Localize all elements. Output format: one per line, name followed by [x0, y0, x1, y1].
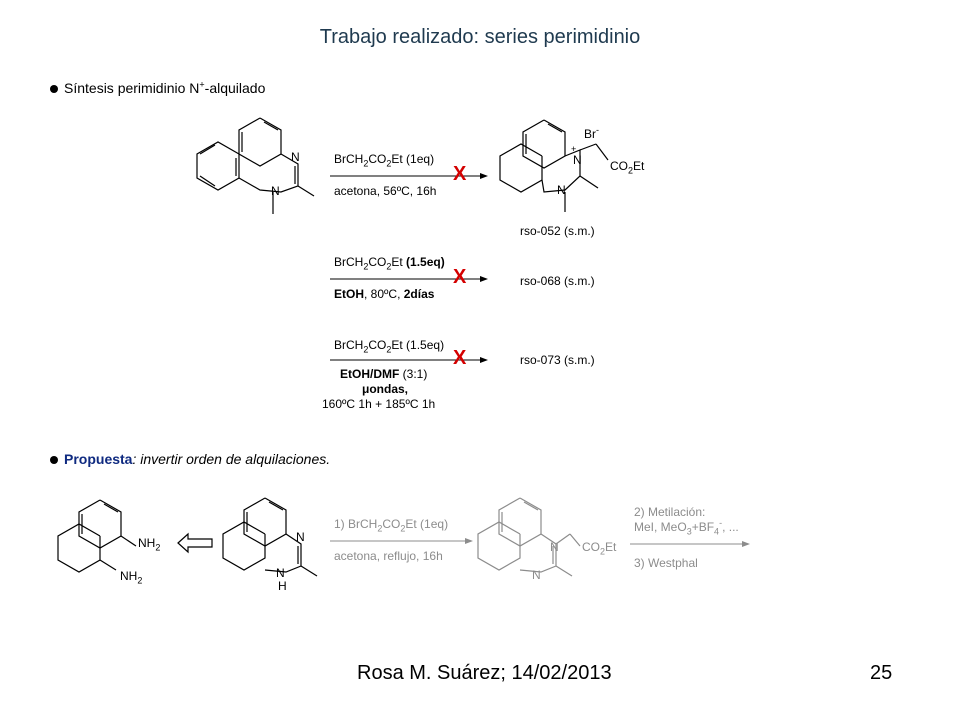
product-n-bottom: N — [557, 183, 566, 197]
conditions-c-line3: 160ºC 1h + 185ºC 1h — [322, 397, 436, 411]
fail-mark-c: X — [453, 347, 467, 369]
reagent-a: BrCH2CO2Et (1eq) — [334, 152, 435, 169]
product-salt-structure — [499, 119, 609, 212]
reagent-b: BrCH2CO2Et (1.5eq) — [334, 255, 445, 272]
step2-line1: 2) Metilación: — [634, 505, 706, 519]
conditions-c-line1: EtOH/DMF (3:1) — [340, 367, 428, 381]
conditions-b: EtOH, 80ºC, 2días — [334, 287, 435, 301]
result-b: rso-068 (s.m.) — [520, 274, 595, 288]
footer-author-date: Rosa M. Suárez; 14/02/2013 — [357, 662, 612, 684]
conditions-a: acetona, 56ºC, 16h — [334, 184, 437, 198]
n-plus-label: + — [571, 144, 577, 154]
perimidine-structure — [222, 497, 318, 577]
diamine-structure — [57, 499, 137, 573]
nh2-top: NH2 — [138, 536, 161, 553]
bullet-dot — [50, 85, 58, 94]
perimidine-h: H — [278, 579, 287, 593]
start-n-top: N — [291, 150, 300, 164]
product-n-top: N — [573, 153, 582, 167]
reagent-c: BrCH2CO2Et (1.5eq) — [334, 338, 445, 355]
bullet-text: Síntesis perimidinio N — [64, 80, 200, 96]
bullet-dot — [50, 456, 58, 465]
arrow-b — [330, 276, 488, 282]
bullet-synthesis: Síntesis perimidinio N+-alquilado — [50, 80, 265, 96]
step3-label: 3) Westphal — [634, 556, 698, 570]
intermediate-structure — [477, 497, 581, 577]
slide-title: Trabajo realizado: series perimidinio — [319, 26, 641, 48]
result-c: rso-073 (s.m.) — [520, 353, 595, 367]
arrow-a — [330, 173, 488, 179]
product-code: rso-052 (s.m.) — [520, 224, 595, 238]
fail-mark-b: X — [453, 266, 467, 288]
step1-arrow — [330, 538, 473, 544]
bullet-tail: -alquilado — [204, 80, 266, 96]
perimidine-n-top: N — [296, 530, 305, 544]
intermediate-n-top: N — [550, 540, 559, 554]
product-ester: CO2Et — [610, 159, 645, 176]
arrow-c — [330, 357, 488, 363]
anion-label: Br- — [584, 125, 599, 142]
bullet-sup: + — [199, 79, 205, 90]
step2-line2: MeI, MeO3+BF4-, ... — [634, 518, 739, 537]
page-number: 25 — [870, 662, 893, 684]
proposal-text: : invertir orden de alquilaciones. — [132, 451, 331, 467]
bullet-proposal: Propuesta: invertir orden de alquilacion… — [50, 451, 330, 467]
conditions-c-line2: μondas, — [362, 382, 409, 396]
step1-conditions: acetona, reflujo, 16h — [334, 549, 443, 563]
proposal-label: Propuesta — [64, 451, 133, 467]
intermediate-n-bottom: N — [532, 568, 541, 582]
retrosynthesis-arrow-icon — [177, 532, 213, 554]
start-n-bottom: N — [271, 184, 280, 198]
fail-mark-a: X — [453, 163, 467, 185]
perimidine-n-bottom: N — [276, 566, 285, 580]
nh2-bottom: NH2 — [120, 569, 143, 586]
step1-reagent: 1) BrCH2CO2Et (1eq) — [334, 517, 449, 534]
start-perimidine-structure — [196, 117, 315, 214]
intermediate-ester: CO2Et — [582, 540, 617, 557]
step2-arrow — [630, 541, 750, 547]
